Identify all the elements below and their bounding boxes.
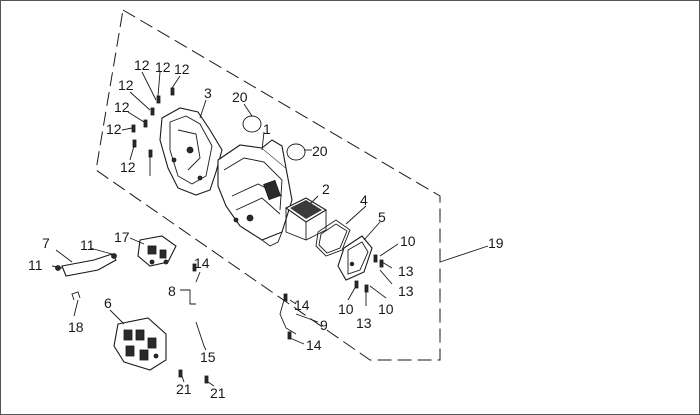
- callout-12-c: 12: [174, 61, 190, 77]
- part-3-housing: [159, 107, 223, 196]
- callout-19: 19: [488, 235, 504, 251]
- part-6-actuator: [113, 317, 167, 371]
- callout-12-a: 12: [134, 57, 150, 73]
- callout-8: 8: [168, 283, 176, 299]
- callout-18: 18: [68, 319, 84, 335]
- callout-10-b: 10: [338, 301, 354, 317]
- callout-3: 3: [204, 85, 212, 101]
- callout-20-b: 20: [312, 143, 328, 159]
- callout-12-g: 12: [120, 159, 136, 175]
- callout-21-a: 21: [176, 381, 192, 397]
- callout-numbers: 1 2 3 4 5 6 7 8 9 10 10 10 11 11 12 12 1…: [28, 57, 504, 401]
- assembly-outline: [95, 9, 441, 361]
- part-1-main-case: [217, 139, 293, 247]
- callout-2: 2: [322, 181, 330, 197]
- callout-15: 15: [200, 349, 216, 365]
- callout-12-b: 12: [155, 59, 171, 75]
- callout-11-b: 11: [28, 257, 43, 273]
- part-4-gasket: [315, 219, 351, 257]
- callout-1: 1: [263, 121, 271, 137]
- part-17-bracket: [137, 235, 177, 267]
- part-15-rod: [195, 321, 205, 347]
- callout-17: 17: [114, 229, 130, 245]
- screw-14: [192, 263, 197, 272]
- part-5-cover: [337, 235, 373, 281]
- callout-10-c: 10: [378, 301, 394, 317]
- callout-7: 7: [42, 235, 50, 251]
- leader-19: [439, 245, 489, 263]
- callout-5: 5: [378, 209, 386, 225]
- part-9-pipe: [279, 299, 297, 335]
- callout-6: 6: [104, 295, 112, 311]
- leader-lines: [55, 71, 399, 387]
- screws-12: [131, 87, 175, 158]
- callout-12-e: 12: [114, 99, 130, 115]
- callout-13-a: 13: [398, 263, 414, 279]
- callout-14-b: 14: [294, 297, 310, 313]
- screws-10-13: [354, 254, 384, 293]
- callout-14-c: 14: [306, 337, 322, 353]
- callout-12-d: 12: [118, 77, 134, 93]
- part-20-ring-right: [286, 143, 306, 161]
- part-7-hose: [51, 253, 117, 277]
- part-2-filter: [284, 197, 328, 241]
- callout-11-a: 11: [80, 237, 95, 253]
- callout-14-a: 14: [194, 255, 210, 271]
- screw-21-right: [204, 375, 209, 384]
- part-8-pipe: [180, 289, 196, 305]
- callout-13-b: 13: [398, 283, 414, 299]
- part-20-ring-left: [242, 115, 262, 133]
- callout-4: 4: [360, 192, 368, 208]
- callout-9: 9: [320, 317, 328, 333]
- callout-13-c: 13: [356, 315, 372, 331]
- callout-21-b: 21: [210, 385, 226, 401]
- screw-21-left: [178, 369, 183, 378]
- callout-12-f: 12: [106, 121, 122, 137]
- callout-20-a: 20: [232, 89, 248, 105]
- callout-10-a: 10: [400, 233, 416, 249]
- part-18-clip: [71, 291, 81, 301]
